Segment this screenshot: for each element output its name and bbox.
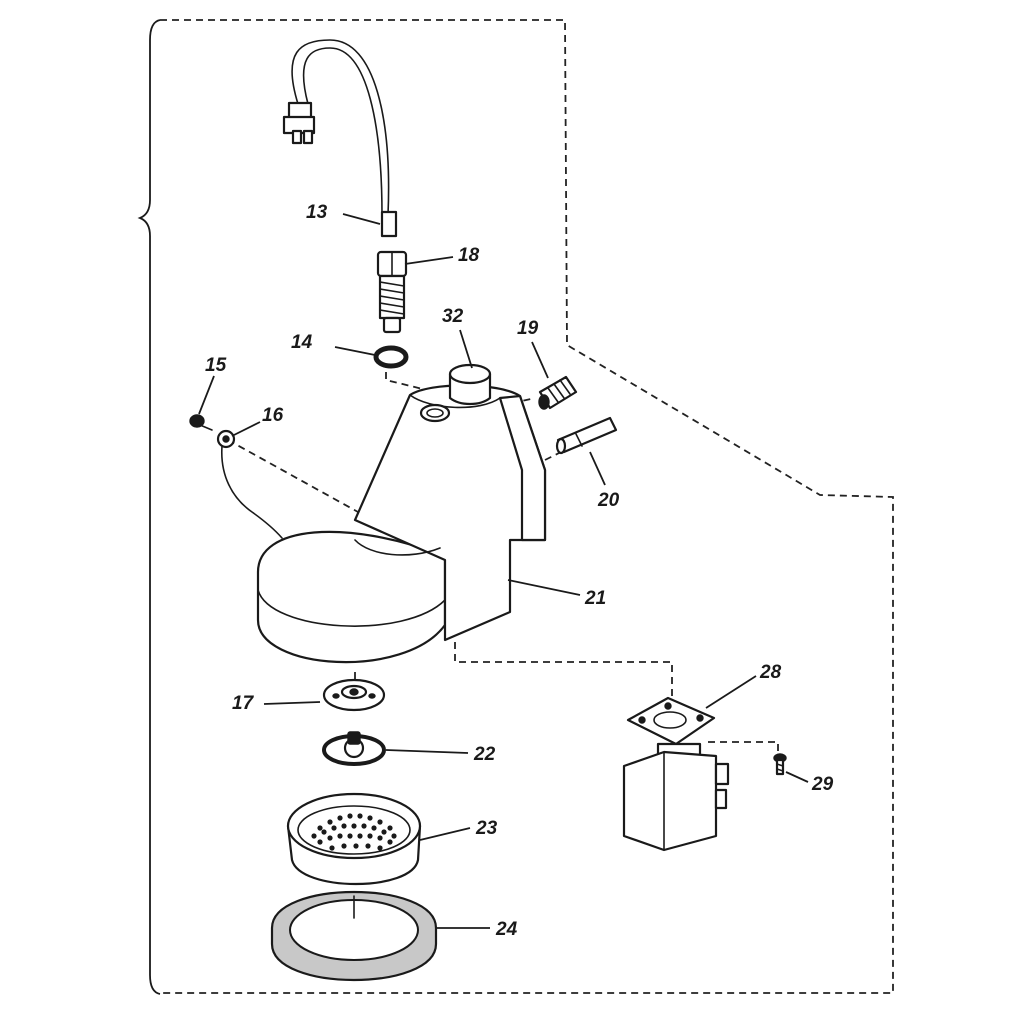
leader-18 bbox=[404, 256, 454, 265]
callout-13: 13 bbox=[306, 202, 328, 223]
group-outline bbox=[160, 19, 894, 994]
callout-14: 14 bbox=[291, 332, 313, 353]
part-28-solenoid-valve bbox=[622, 696, 730, 852]
leader-22 bbox=[385, 749, 469, 754]
callout-21: 21 bbox=[584, 588, 606, 609]
callout-16: 16 bbox=[262, 405, 284, 426]
callout-29: 29 bbox=[811, 774, 834, 795]
part-29-screw bbox=[773, 753, 787, 776]
leader-23 bbox=[419, 827, 471, 841]
part-24-group-gasket bbox=[270, 891, 438, 981]
leader-21 bbox=[507, 579, 581, 596]
part-32-plug bbox=[448, 363, 492, 406]
part-15-screw bbox=[189, 414, 213, 431]
assembly-line-screw bbox=[708, 741, 779, 760]
part-17-distribution-plate bbox=[322, 678, 386, 712]
leader-15 bbox=[198, 375, 215, 415]
part-14-gasket bbox=[373, 345, 409, 369]
callout-24: 24 bbox=[495, 919, 518, 940]
part-19-fitting bbox=[538, 375, 578, 410]
callout-19: 19 bbox=[517, 318, 539, 339]
assembly-line-gasket bbox=[385, 372, 436, 412]
part-18-threaded-fitting bbox=[376, 250, 408, 334]
part-21-boiler-body bbox=[256, 363, 547, 664]
assembly-line-valve bbox=[454, 642, 673, 708]
leader-28 bbox=[705, 675, 757, 709]
assembly-line-sensor bbox=[227, 439, 359, 513]
leader-16 bbox=[231, 421, 261, 437]
part-22-valve-seal bbox=[322, 731, 386, 766]
leader-29 bbox=[785, 771, 809, 783]
callout-28: 28 bbox=[759, 662, 782, 683]
leader-20 bbox=[589, 451, 606, 486]
part-23-shower-screen bbox=[286, 792, 422, 886]
part-13-wire-connector bbox=[282, 39, 398, 238]
leader-14 bbox=[334, 346, 376, 356]
leader-32 bbox=[459, 329, 473, 369]
callout-15: 15 bbox=[205, 355, 227, 376]
leader-17 bbox=[263, 701, 321, 705]
leader-19 bbox=[531, 341, 549, 379]
leader-13 bbox=[342, 213, 381, 225]
part-20-heating-rod bbox=[555, 416, 618, 455]
assembly-brace bbox=[137, 19, 161, 995]
callout-18: 18 bbox=[458, 245, 480, 266]
callout-20: 20 bbox=[597, 490, 620, 511]
callout-17: 17 bbox=[232, 693, 255, 714]
callout-23: 23 bbox=[475, 818, 498, 839]
callout-22: 22 bbox=[473, 744, 496, 765]
callout-32: 32 bbox=[442, 306, 464, 327]
part-16-sensor bbox=[216, 429, 283, 539]
